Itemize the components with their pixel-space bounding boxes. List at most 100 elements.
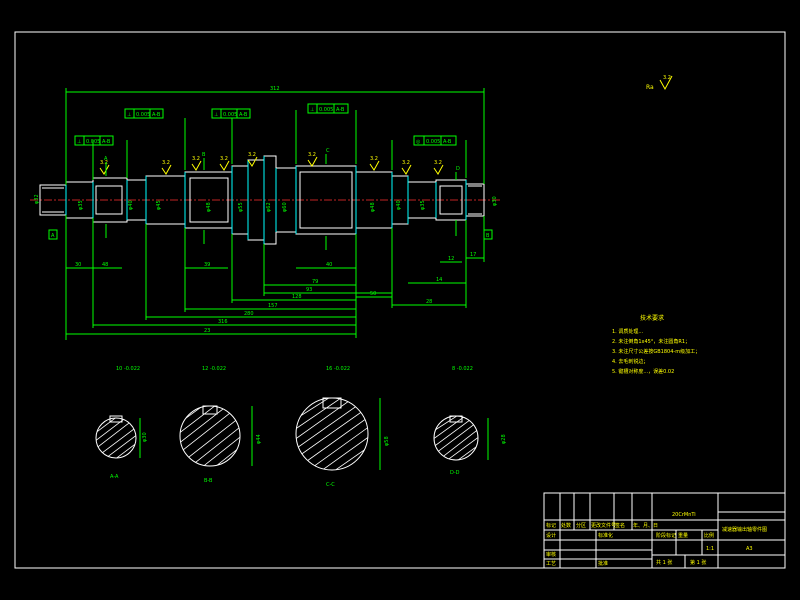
svg-text:φ55: φ55 — [238, 202, 244, 212]
svg-text:φ30: φ30 — [492, 196, 498, 206]
svg-text:◎: ◎ — [416, 139, 421, 145]
svg-text:A-B: A-B — [443, 139, 452, 145]
svg-text:⊥: ⊥ — [310, 107, 314, 113]
svg-text:28: 28 — [426, 299, 432, 305]
svg-text:39: 39 — [204, 262, 210, 268]
svg-text:3. 未注尺寸公差按GB1804-m级加工；: 3. 未注尺寸公差按GB1804-m级加工； — [612, 348, 700, 355]
tolerance-frame-1: ⊥ 0.005 A-B — [74, 135, 114, 146]
title-block: 20CrMnTi 减速器输出轴零件图 A3 1:1 共 1 张 第 1 张 标记… — [543, 492, 786, 569]
svg-text:0.005: 0.005 — [136, 112, 150, 118]
svg-text:比例: 比例 — [704, 532, 714, 539]
datum-a: A — [48, 229, 58, 240]
svg-text:50: 50 — [370, 291, 376, 297]
svg-text:重量: 重量 — [678, 532, 688, 539]
svg-text:处数: 处数 — [561, 522, 571, 529]
svg-text:1. 调质处理...: 1. 调质处理... — [612, 328, 644, 335]
svg-text:10 -0.022: 10 -0.022 — [116, 366, 140, 372]
svg-text:工艺: 工艺 — [546, 561, 556, 567]
svg-text:A-B: A-B — [152, 112, 161, 118]
svg-text:3.2: 3.2 — [402, 160, 410, 166]
svg-text:年、月、日: 年、月、日 — [633, 522, 658, 529]
svg-text:3.2: 3.2 — [220, 156, 228, 162]
svg-text:φ40: φ40 — [396, 200, 402, 210]
technical-requirements: 技术要求 1. 调质处理... 2. 未注倒角1x45°，未注圆角R1； 3. … — [612, 314, 700, 375]
svg-text:φ60: φ60 — [282, 202, 288, 212]
svg-text:8 -0.022: 8 -0.022 — [452, 366, 473, 372]
svg-text:更改文件号: 更改文件号 — [591, 522, 616, 529]
svg-text:批准: 批准 — [598, 560, 608, 567]
sheet-size: A3 — [746, 546, 753, 552]
svg-text:φ44: φ44 — [256, 434, 262, 444]
svg-text:157: 157 — [268, 303, 278, 309]
svg-text:48: 48 — [102, 262, 108, 268]
svg-text:30: 30 — [75, 262, 81, 268]
svg-text:280: 280 — [244, 311, 254, 317]
svg-text:φ62: φ62 — [266, 202, 272, 212]
svg-text:2. 未注倒角1x45°，未注圆角R1；: 2. 未注倒角1x45°，未注圆角R1； — [612, 338, 690, 345]
svg-text:3.2: 3.2 — [370, 156, 378, 162]
svg-text:16 -0.022: 16 -0.022 — [326, 366, 350, 372]
svg-text:316: 316 — [218, 319, 228, 325]
svg-text:φ45: φ45 — [156, 200, 162, 210]
general-roughness: Ra 3.2 — [646, 75, 673, 91]
svg-text:标记: 标记 — [546, 522, 556, 529]
svg-text:φ35: φ35 — [420, 200, 426, 210]
svg-text:4. 去毛刺锐边；: 4. 去毛刺锐边； — [612, 358, 648, 365]
svg-text:79: 79 — [312, 279, 318, 285]
svg-text:第 1 张: 第 1 张 — [690, 559, 706, 566]
svg-text:φ48: φ48 — [370, 202, 376, 212]
tolerance-frame-4: ⊥ 0.005 A-B — [307, 103, 349, 114]
svg-text:φ40: φ40 — [128, 200, 134, 210]
svg-text:17: 17 — [470, 252, 476, 258]
svg-text:φ32: φ32 — [34, 194, 40, 204]
svg-text:Ra: Ra — [646, 84, 654, 91]
svg-text:A-A: A-A — [110, 474, 119, 480]
svg-text:0.005: 0.005 — [223, 112, 237, 118]
svg-text:C: C — [326, 148, 330, 154]
tech-req-title: 技术要求 — [640, 314, 664, 322]
svg-text:分区: 分区 — [576, 522, 586, 529]
section-d-d: φ28 8 -0.022 D-D — [433, 366, 507, 476]
svg-text:3.2: 3.2 — [434, 160, 442, 166]
svg-text:φ35: φ35 — [78, 200, 84, 210]
svg-text:3.2: 3.2 — [162, 160, 170, 166]
svg-text:⊥: ⊥ — [127, 112, 131, 118]
svg-text:A: A — [51, 233, 55, 239]
svg-text:C-C: C-C — [326, 482, 335, 488]
svg-text:签名: 签名 — [615, 522, 625, 529]
svg-text:0.005: 0.005 — [426, 139, 440, 145]
svg-text:φ58: φ58 — [384, 436, 390, 446]
svg-text:5. 键槽对称度...，误差0.02: 5. 键槽对称度...，误差0.02 — [612, 368, 674, 375]
drawing-title: 减速器输出轴零件图 — [722, 526, 767, 533]
svg-text:⊥: ⊥ — [77, 139, 81, 145]
tolerance-frame-3: ⊥ 0.005 A-B — [211, 108, 251, 119]
svg-text:12: 12 — [448, 256, 454, 262]
section-c-c: φ58 16 -0.022 C-C — [295, 366, 390, 488]
svg-text:标准化: 标准化 — [598, 532, 613, 539]
svg-text:共 1 张: 共 1 张 — [656, 559, 672, 566]
svg-text:23: 23 — [204, 328, 210, 334]
svg-text:93: 93 — [306, 287, 312, 293]
svg-text:阶段标记: 阶段标记 — [656, 532, 676, 539]
svg-text:A-B: A-B — [336, 107, 345, 113]
material: 20CrMnTi — [672, 512, 696, 518]
svg-text:3.2: 3.2 — [100, 160, 108, 166]
section-b-b: φ44 12 -0.022 B-B — [179, 366, 262, 484]
svg-text:φ28: φ28 — [501, 434, 507, 444]
svg-text:3.2: 3.2 — [308, 152, 316, 158]
svg-text:φ48: φ48 — [206, 202, 212, 212]
outer-frame — [14, 31, 786, 569]
svg-text:D-D: D-D — [450, 470, 460, 476]
svg-text:⊥: ⊥ — [214, 112, 218, 118]
svg-text:128: 128 — [292, 294, 302, 300]
overall-dimension-value: 312 — [270, 86, 280, 92]
svg-text:设计: 设计 — [546, 532, 556, 539]
svg-text:14: 14 — [436, 277, 442, 283]
svg-text:A-B: A-B — [239, 112, 248, 118]
scale: 1:1 — [706, 546, 714, 552]
svg-text:0.005: 0.005 — [86, 139, 100, 145]
tolerance-frame-2: ⊥ 0.005 A-B — [124, 108, 164, 119]
svg-text:A-B: A-B — [102, 139, 111, 145]
svg-text:B-B: B-B — [204, 478, 213, 484]
